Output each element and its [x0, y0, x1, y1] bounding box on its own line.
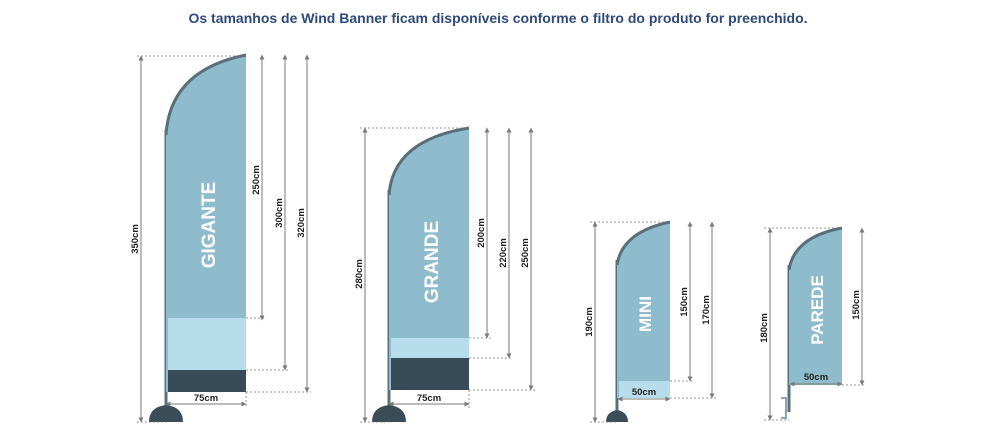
- parede-flag: [789, 228, 842, 385]
- gigante-dim-1: 250cm: [251, 165, 262, 195]
- gigante-total-height: 350cm: [130, 224, 141, 254]
- grande-dim-2: 220cm: [498, 238, 509, 268]
- mini-dim-1: 150cm: [679, 287, 690, 317]
- mini-name: MINI: [636, 296, 655, 332]
- gigante-flag: [166, 55, 246, 392]
- banner-mini: MINI 190cm 150cm 170cm 50cm: [584, 220, 716, 423]
- gigante-dim-3: 320cm: [296, 208, 307, 238]
- parede-width: 50cm: [804, 372, 828, 383]
- grande-flag-dark-band: [391, 358, 469, 390]
- banner-grande: GRANDE 280cm 200cm 220cm 250cm 75cm: [354, 126, 535, 423]
- grande-dim-3: 250cm: [520, 238, 531, 268]
- mini-base: [606, 410, 628, 422]
- gigante-name: GIGANTE: [199, 182, 220, 269]
- parede-name: PAREDE: [808, 275, 827, 345]
- mini-dim-2: 170cm: [701, 295, 712, 325]
- banner-gigante: GIGANTE 350cm 250cm 300cm 320cm 75cm: [130, 53, 311, 423]
- parede-dim-1: 150cm: [851, 290, 862, 320]
- parede-wall-bracket: [781, 397, 787, 419]
- gigante-flag-dark-band: [168, 370, 246, 392]
- gigante-flag-light-band: [168, 318, 246, 370]
- parede-total-height: 180cm: [759, 313, 770, 343]
- grande-base: [372, 405, 406, 422]
- banner-parede: PAREDE 180cm 150cm 50cm: [759, 226, 866, 421]
- grande-dim-1: 200cm: [476, 218, 487, 248]
- gigante-width: 75cm: [194, 393, 218, 404]
- grande-total-height: 280cm: [354, 259, 365, 289]
- grande-name: GRANDE: [422, 221, 443, 303]
- grande-flag-light-band: [391, 338, 469, 358]
- mini-flag-light-band: [619, 381, 670, 398]
- mini-flag: [617, 222, 670, 398]
- mini-width: 50cm: [632, 387, 656, 398]
- gigante-base: [149, 405, 183, 422]
- gigante-dim-2: 300cm: [274, 198, 285, 228]
- grande-flag: [389, 128, 469, 390]
- page-headline: Os tamanhos de Wind Banner ficam disponí…: [188, 10, 808, 26]
- mini-total-height: 190cm: [584, 307, 595, 337]
- grande-width: 75cm: [417, 393, 441, 404]
